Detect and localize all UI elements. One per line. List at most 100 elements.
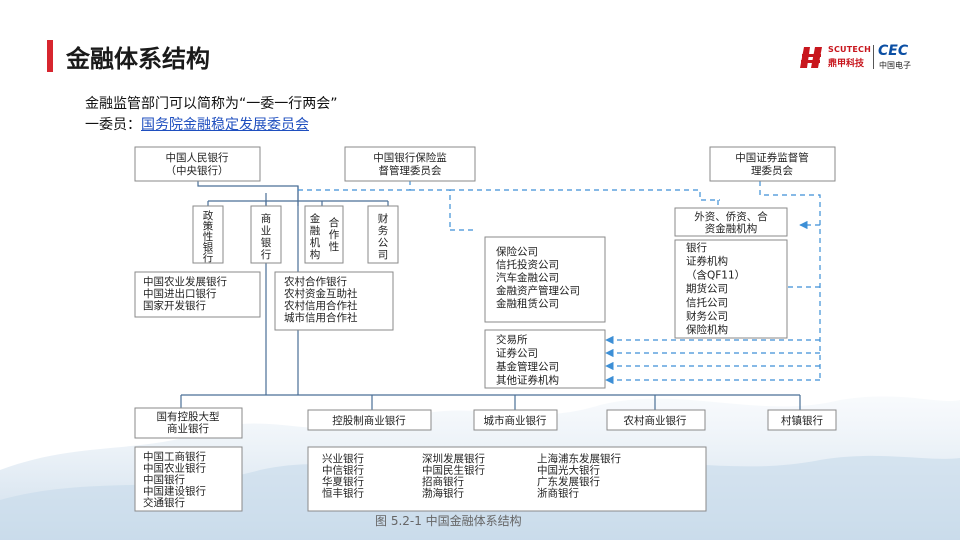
diagram-boxes: [134, 146, 837, 512]
label-coop-list-3: 城市信用合作社: [284, 311, 358, 324]
label-finco-3: 司: [378, 249, 389, 261]
label-policy-list-2: 国家开发银行: [143, 299, 206, 312]
logo-divider: [873, 45, 874, 69]
box-state-banks: [134, 407, 243, 439]
label-cbirc-0: 中国银行保险监: [373, 151, 447, 164]
label-state-list-1: 中国农业银行: [143, 462, 206, 475]
logo-partner-cn: 中国电子: [879, 61, 911, 70]
box-policy-list: [134, 271, 261, 318]
label-jsb-col3-1: 中国光大银行: [537, 464, 600, 477]
intro-line-1: 金融监管部门可以简称为“一委一行两会”: [85, 96, 338, 112]
label-nonbank-0: 保险公司: [496, 245, 538, 258]
box-coop-list: [274, 271, 394, 331]
label-securities-2: 基金管理公司: [496, 360, 559, 373]
diagram-labels: 中国人民银行（中央银行）中国银行保险监督管理委员会中国证券监督管理委员会政策性银…: [143, 151, 823, 509]
label-commercial-2: 银: [261, 236, 272, 249]
label-jsb-col1-0: 兴业银行: [322, 452, 364, 465]
label-policy-1: 策: [203, 220, 214, 233]
label-foreign-0: 外资、侨资、合: [694, 210, 768, 223]
label-nonbank-1: 信托投资公司: [496, 258, 559, 271]
label-jsb-col2-2: 招商银行: [422, 475, 464, 488]
label-csrc-1: 理委员会: [751, 164, 793, 177]
label-nonbank-4: 金融租赁公司: [496, 297, 559, 310]
label-jsb-col1-2: 华夏银行: [322, 475, 364, 488]
label-foreign-list-1: 证券机构: [686, 255, 728, 268]
label-jsb-col3-2: 广东发展银行: [537, 475, 600, 488]
label-finco-0: 财: [378, 212, 389, 225]
box-village: [767, 409, 837, 431]
box-policy: [192, 205, 224, 264]
label-jsb-col1-1: 中信银行: [322, 464, 364, 477]
box-jsb-list: [307, 446, 707, 512]
box-coop: [304, 205, 344, 264]
box-state-list: [134, 446, 243, 512]
dashed-cbirc-long-right: [450, 189, 720, 201]
label-coop-0: 金: [310, 212, 321, 225]
intro-line-2: 一委员：国务院金融稳定发展委员会: [85, 114, 309, 134]
label-jsb-col2-1: 中国民生银行: [422, 464, 485, 477]
label-foreign-list-3: 期货公司: [686, 282, 728, 295]
label-coop-3: 构: [310, 248, 321, 261]
label-state-banks-1: 商业银行: [167, 422, 209, 435]
label-city-0: 城市商业银行: [484, 414, 547, 427]
label-securities-0: 交易所: [496, 333, 528, 346]
box-nonbank: [484, 236, 606, 323]
scutech-logo-icon: [800, 47, 822, 68]
label-policy-0: 政: [203, 209, 214, 222]
label-jsb-col2-3: 渤海银行: [422, 487, 464, 500]
box-foreign: [674, 207, 788, 237]
label-nonbank-3: 金融资产管理公司: [496, 284, 580, 297]
label-coop2-2: 性: [329, 240, 340, 253]
label-jsb-col3-0: 上海浦东发展银行: [537, 452, 621, 465]
label-securities-1: 证券公司: [496, 347, 538, 360]
dashed-cbirc-right: [410, 189, 451, 230]
box-city: [473, 409, 558, 431]
label-foreign-list-6: 保险机构: [686, 323, 728, 336]
label-foreign-1: 资金融机构: [705, 222, 758, 235]
label-policy-list-1: 中国进出口银行: [143, 287, 217, 300]
fsdc-link[interactable]: 国务院金融稳定发展委员会: [141, 117, 309, 133]
label-jsb-0: 控股制商业银行: [332, 414, 406, 427]
box-securities: [484, 329, 606, 389]
label-finco-2: 公: [378, 237, 389, 249]
intro-line-2-prefix: 一委员：: [85, 117, 141, 133]
label-state-list-2: 中国银行: [143, 473, 185, 486]
logo-partner-en: CEC: [878, 43, 909, 59]
dashed-cbirc-bus: [298, 181, 411, 191]
label-coop2-0: 合: [329, 216, 340, 229]
logo-brand-en: SCUTECH: [828, 45, 872, 54]
box-cbirc: [344, 146, 476, 182]
label-securities-3: 其他证券机构: [496, 374, 559, 387]
label-commercial-0: 商: [261, 212, 272, 225]
label-finco-1: 务: [378, 224, 389, 237]
label-state-list-0: 中国工商银行: [143, 450, 206, 463]
label-jsb-col2-0: 深圳发展银行: [422, 452, 485, 465]
box-finco: [367, 205, 399, 264]
label-jsb-col3-3: 浙商银行: [537, 487, 579, 500]
box-commercial: [250, 205, 282, 264]
label-policy-4: 行: [203, 251, 214, 264]
label-policy-2: 性: [203, 230, 214, 243]
label-coop-list-2: 农村信用合作社: [284, 299, 358, 312]
label-coop-list-0: 农村合作银行: [284, 275, 347, 288]
title-accent-bar: [47, 40, 53, 72]
label-cbirc-1: 督管理委员会: [379, 164, 442, 177]
label-state-list-3: 中国建设银行: [143, 485, 206, 498]
label-csrc-0: 中国证券监督管: [735, 151, 809, 164]
logo-brand-cn: 鼎甲科技: [828, 59, 865, 69]
label-jsb-col1-3: 恒丰银行: [322, 487, 364, 500]
label-pbc-0: 中国人民银行: [166, 151, 229, 164]
label-foreign-list-5: 财务公司: [686, 310, 728, 323]
label-rural-0: 农村商业银行: [624, 414, 687, 427]
label-policy-3: 银: [203, 241, 214, 254]
label-village-0: 村镇银行: [781, 414, 823, 427]
label-coop-1: 融: [310, 225, 321, 237]
slide-title: 金融体系结构: [66, 45, 210, 73]
label-policy-list-0: 中国农业发展银行: [143, 275, 227, 288]
label-coop-list-1: 农村资金互助社: [284, 287, 358, 300]
box-pbc: [134, 146, 261, 182]
label-foreign-list-4: 信托公司: [686, 296, 728, 309]
label-commercial-3: 行: [261, 248, 272, 261]
label-state-list-4: 交通银行: [143, 496, 185, 509]
